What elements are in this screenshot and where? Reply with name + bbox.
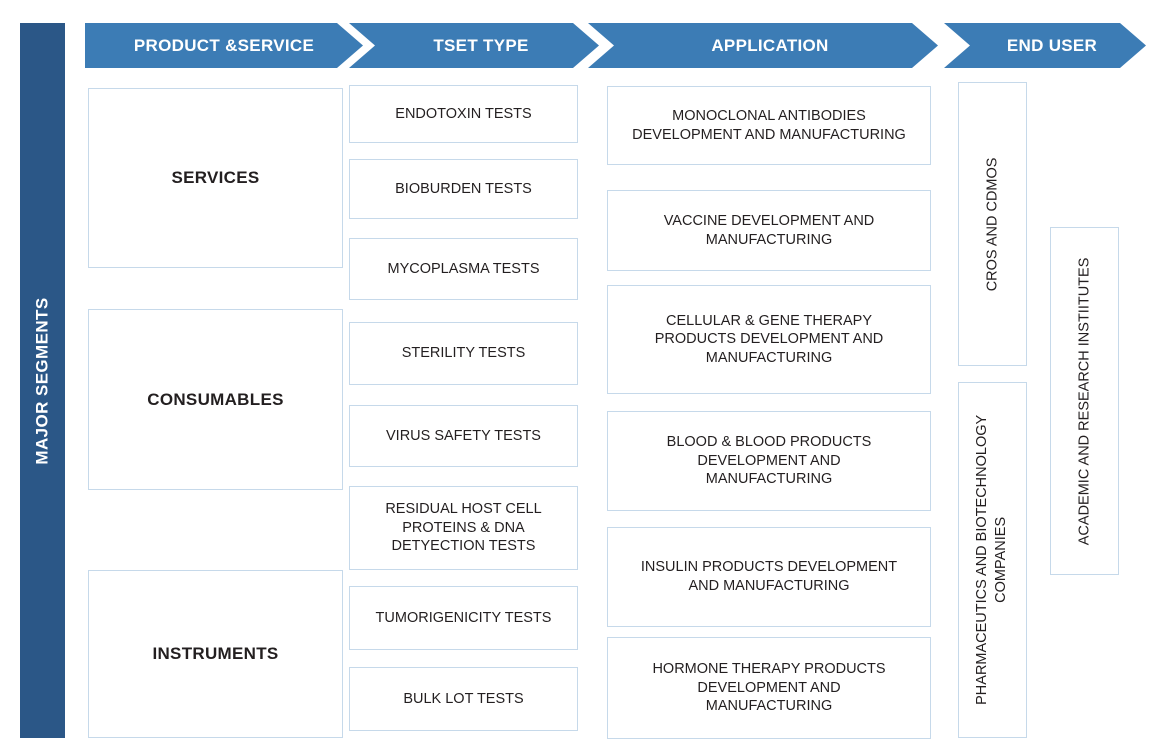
test-type-label: BULK LOT TESTS bbox=[403, 690, 524, 707]
test-type-box[interactable]: MYCOPLASMA TESTS bbox=[349, 238, 578, 300]
header-arrow-end-user[interactable]: END USER bbox=[944, 23, 1146, 68]
header-arrow-label-test-type: TSET TYPE bbox=[433, 35, 529, 55]
header-arrow-label-product-service: PRODUCT &SERVICE bbox=[133, 35, 315, 55]
end-user-box-cros-cdmos[interactable]: CROS AND CDMOS bbox=[958, 82, 1027, 366]
major-segments-bar: MAJOR SEGMENTS bbox=[20, 23, 65, 738]
segment-label-services: SERVICES bbox=[171, 168, 260, 188]
test-type-box[interactable]: BIOBURDEN TESTS bbox=[349, 159, 578, 219]
end-user-box-academic-research[interactable]: ACADEMIC AND RESEARCH INSTIITUTES bbox=[1050, 227, 1119, 575]
test-type-box[interactable]: STERILITY TESTS bbox=[349, 322, 578, 385]
test-type-label: VIRUS SAFETY TESTS bbox=[386, 427, 541, 444]
segment-box-consumables[interactable]: CONSUMABLES bbox=[88, 309, 343, 490]
test-type-box[interactable]: VIRUS SAFETY TESTS bbox=[349, 405, 578, 467]
test-type-label: MYCOPLASMA TESTS bbox=[387, 260, 540, 277]
test-type-label: STERILITY TESTS bbox=[401, 345, 526, 362]
test-type-box[interactable]: ENDOTOXIN TESTS bbox=[349, 85, 578, 143]
test-type-label: TUMORIGENICITY TESTS bbox=[375, 609, 552, 626]
header-arrow-application[interactable]: APPLICATION bbox=[588, 23, 938, 68]
segment-label-consumables: CONSUMABLES bbox=[147, 389, 284, 409]
test-type-label: ENDOTOXIN TESTS bbox=[395, 105, 532, 122]
test-type-label: BIOBURDEN TESTS bbox=[395, 180, 532, 197]
header-arrow-product-service[interactable]: PRODUCT &SERVICE bbox=[85, 23, 363, 68]
header-arrow-label-end-user: END USER bbox=[1006, 35, 1098, 55]
end-user-label-academic-research: ACADEMIC AND RESEARCH INSTIITUTES bbox=[1076, 257, 1093, 545]
header-arrow-test-type[interactable]: TSET TYPE bbox=[349, 23, 599, 68]
end-user-label-cros-cdmos: CROS AND CDMOS bbox=[984, 157, 1001, 291]
header-arrow-label-application: APPLICATION bbox=[711, 35, 829, 55]
major-segments-label: MAJOR SEGMENTS bbox=[32, 296, 52, 465]
test-type-box[interactable]: BULK LOT TESTS bbox=[349, 667, 578, 731]
segment-box-instruments[interactable]: INSTRUMENTS bbox=[88, 570, 343, 738]
test-type-box[interactable]: TUMORIGENICITY TESTS bbox=[349, 586, 578, 650]
segment-label-instruments: INSTRUMENTS bbox=[152, 644, 279, 664]
segment-box-services[interactable]: SERVICES bbox=[88, 88, 343, 268]
